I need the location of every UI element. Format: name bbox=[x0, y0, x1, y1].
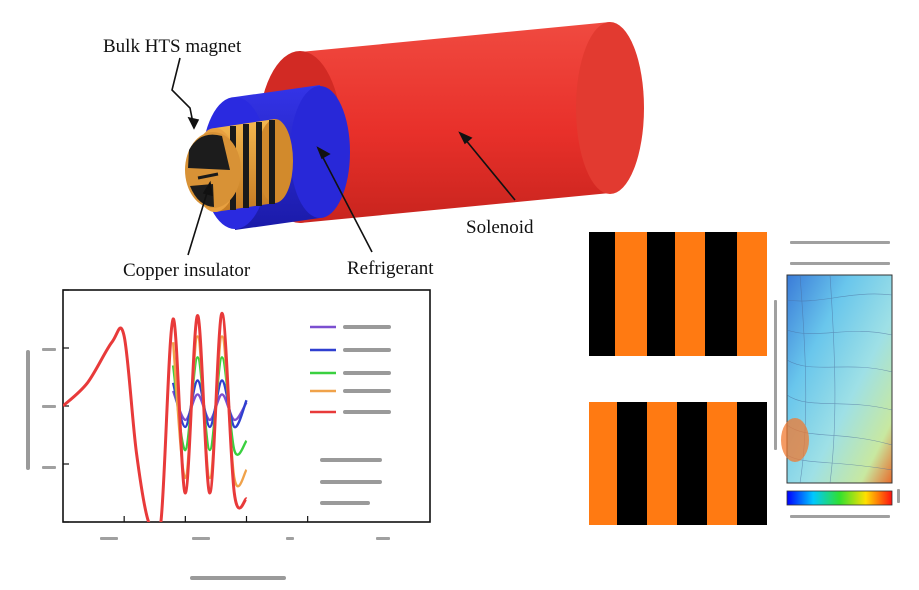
chart-legend bbox=[310, 325, 391, 505]
series-line-0 bbox=[171, 390, 248, 422]
label-bulk-hts-magnet: Bulk HTS magnet bbox=[103, 36, 242, 57]
label-solenoid: Solenoid bbox=[466, 217, 534, 238]
bulk-hts-magnet-face bbox=[185, 132, 241, 208]
stripe-pattern-top bbox=[589, 232, 767, 356]
chart-plot-frame bbox=[62, 289, 431, 523]
callout-arrows bbox=[171, 57, 516, 256]
chart-series-lines bbox=[63, 311, 248, 522]
chart-tick-label-smudges bbox=[42, 348, 390, 540]
series-line-4 bbox=[63, 311, 248, 522]
magnet-assembly bbox=[185, 22, 644, 230]
chart-y-axis-label-smudge bbox=[26, 350, 30, 470]
contour-map bbox=[781, 274, 893, 484]
line-chart bbox=[26, 289, 431, 580]
field-map-panel bbox=[576, 225, 919, 590]
label-refrigerant: Refrigerant bbox=[347, 258, 434, 279]
color-scale-bar bbox=[786, 490, 893, 506]
label-copper-insulator: Copper insulator bbox=[123, 260, 251, 281]
map-tick-smudges bbox=[774, 241, 900, 518]
chart-x-axis-label-smudge bbox=[190, 576, 286, 580]
series-line-2 bbox=[171, 356, 248, 456]
series-line-1 bbox=[171, 379, 248, 429]
series-line-3 bbox=[171, 335, 248, 488]
stripe-pattern-bottom bbox=[589, 402, 767, 525]
